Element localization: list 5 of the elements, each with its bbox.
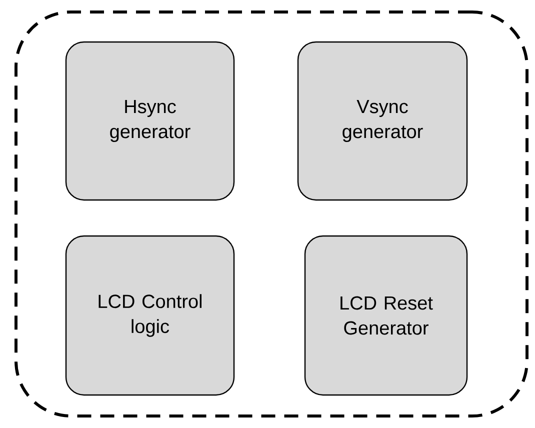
- process-box: Hsync generator: [65, 41, 235, 201]
- process-box: LCD Control logic: [65, 235, 235, 396]
- process-box: LCD Reset Generator: [304, 235, 468, 396]
- process-box: Vsync generator: [297, 41, 468, 201]
- dashed-boundary: [14, 10, 528, 418]
